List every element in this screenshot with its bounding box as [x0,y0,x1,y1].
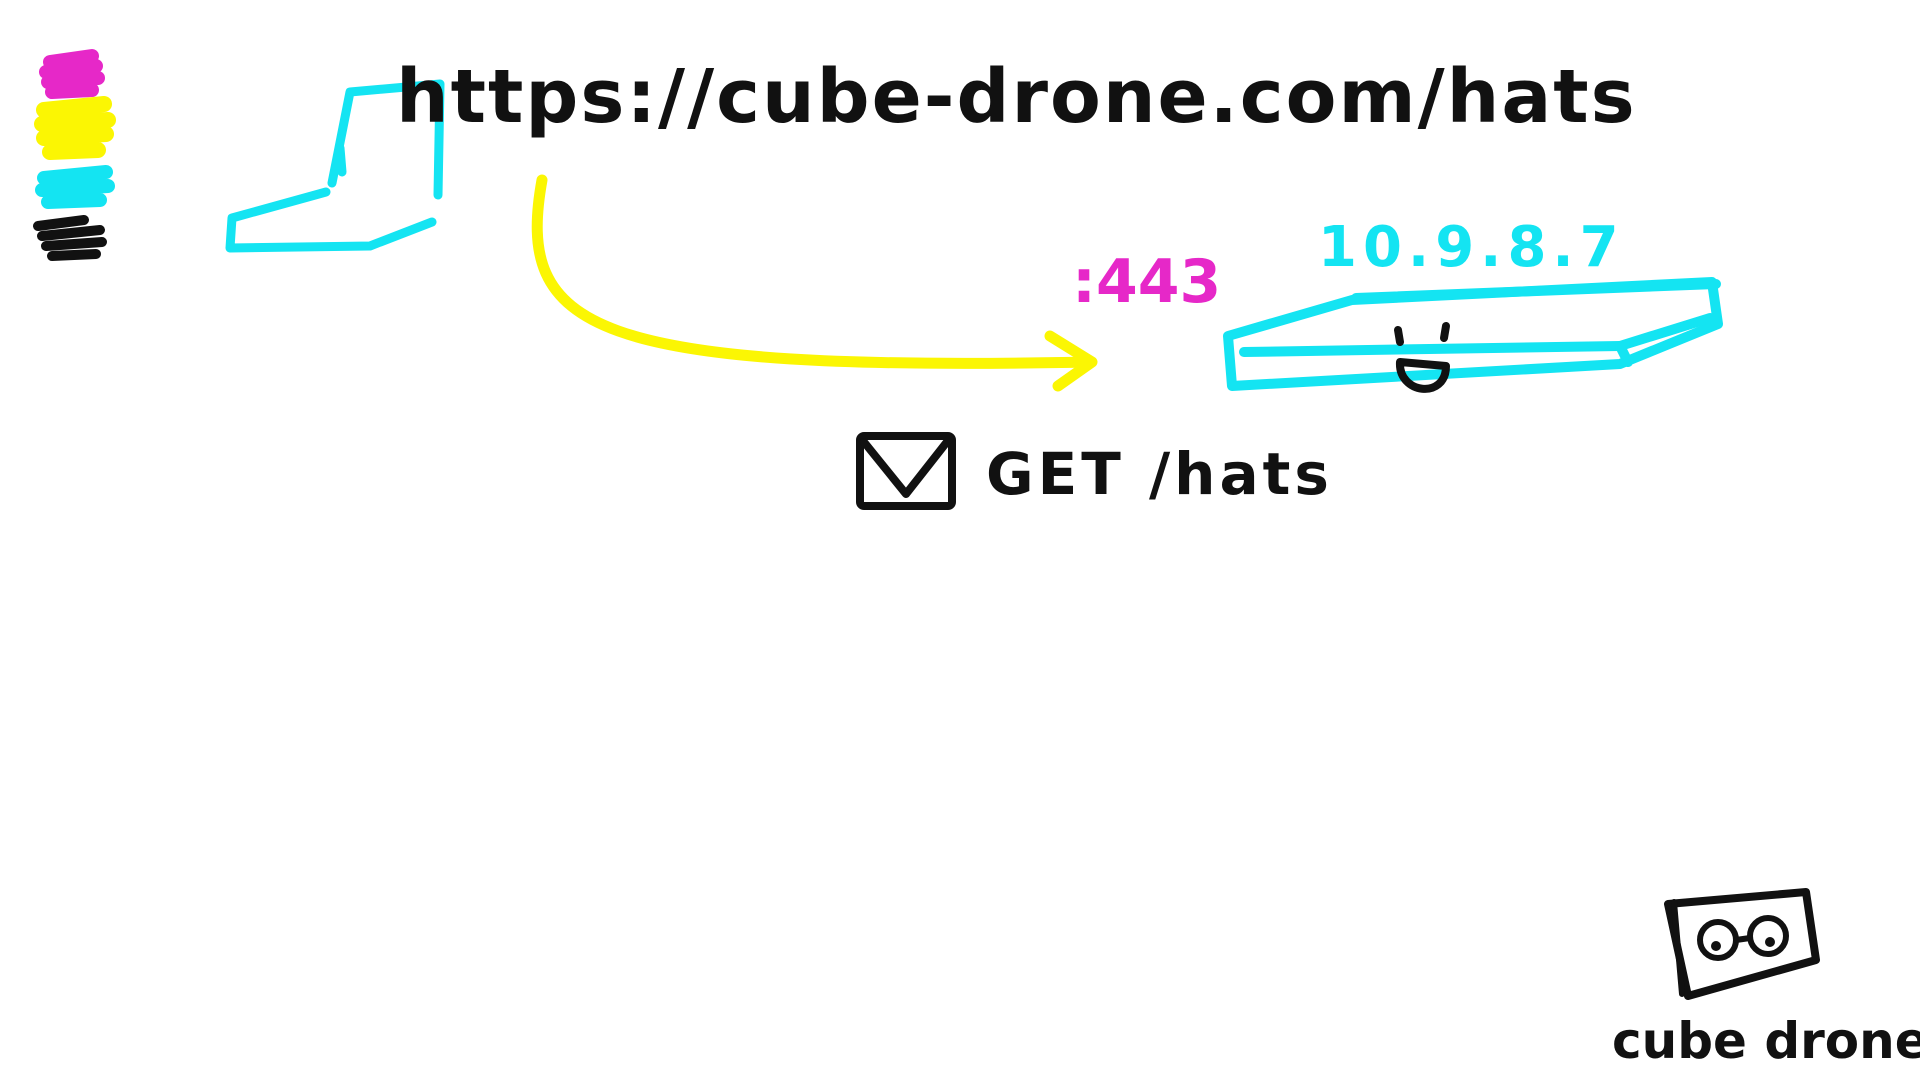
cube-drone-logo [1664,888,1820,1000]
request-arrow [531,174,1098,392]
swatch-yellow[interactable] [34,96,116,160]
server-icon [1223,277,1723,393]
brand-name: cube drone [1612,1012,1920,1070]
swatch-cyan[interactable] [35,165,115,209]
port-label: :443 [1072,247,1221,317]
request-message: GET /hats [986,440,1333,508]
swatch-black[interactable] [33,215,107,261]
server-face [1394,322,1450,393]
ip-label: 10.9.8.7 [1318,215,1625,280]
url-text: https://cube-drone.com/hats [396,54,1637,140]
swatch-magenta[interactable] [39,49,105,99]
color-palette [33,49,116,261]
envelope-icon [856,432,956,510]
laptop-icon [225,79,445,253]
